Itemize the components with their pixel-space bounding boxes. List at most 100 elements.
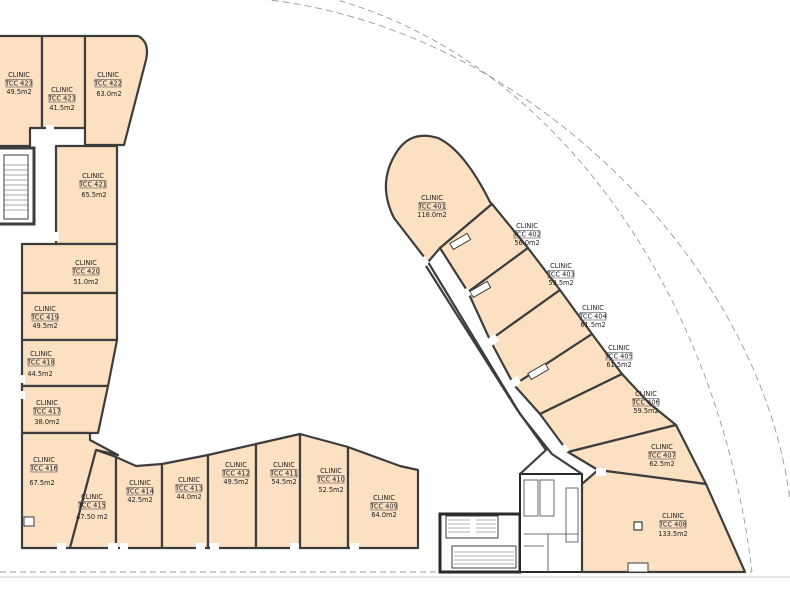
right-wing-corridor-wall — [425, 265, 548, 475]
label-room-418: CLINIC TCC 418 44.5m2 — [26, 350, 55, 378]
room-416-code: TCC 416 — [29, 465, 58, 473]
label-room-407: CLINIC TCC 407 62.5m2 — [647, 443, 676, 468]
room-labels: CLINIC TCC 423 49.5m2 CLINIC TCC 423 41.… — [4, 71, 688, 538]
room-404-label: CLINIC — [582, 304, 604, 312]
room-412-label: CLINIC — [225, 461, 247, 469]
label-room-412: CLINIC TCC 412 49.5m2 — [221, 461, 250, 486]
label-room-423a: CLINIC TCC 423 49.5m2 — [4, 71, 33, 96]
room-404-code: TCC 404 — [578, 313, 607, 321]
room-423b — [40, 34, 87, 130]
room-406-code: TCC 406 — [631, 399, 660, 407]
stair-bottom — [438, 512, 522, 574]
room-418-area: 44.5m2 — [27, 370, 52, 378]
stair-left-treads — [3, 154, 29, 220]
room-421-area: 65.5m2 — [81, 191, 106, 199]
door-421 — [54, 232, 59, 241]
door-415 — [108, 543, 118, 551]
label-room-416: CLINIC TCC 416 67.5m2 — [29, 456, 58, 487]
room-402-label: CLINIC — [516, 222, 538, 230]
room-423b-code: TCC 423 — [47, 95, 76, 103]
unit-401 — [449, 232, 472, 251]
room-406-area: 59.5m2 — [633, 407, 658, 415]
site-boundary-arc-inner — [335, 0, 753, 573]
room-405-label: CLINIC — [608, 344, 630, 352]
room-415-area: 47.50 m2 — [76, 513, 108, 521]
room-410-label: CLINIC — [320, 467, 342, 475]
label-room-420: CLINIC TCC 420 51.0m2 — [71, 259, 100, 286]
room-412-area: 49.5m2 — [223, 478, 248, 486]
door-403 — [486, 333, 500, 347]
room-414-code: TCC 414 — [125, 488, 154, 496]
label-room-401: CLINIC TCC 401 118.0m2 — [417, 194, 447, 219]
room-407-code: TCC 407 — [647, 452, 676, 460]
room-409 — [346, 445, 420, 550]
label-room-422: CLINIC TCC 422 63.0m2 — [93, 71, 122, 98]
room-419-code: TCC 419 — [30, 314, 59, 322]
window-416 — [23, 516, 35, 527]
room-417 — [20, 384, 110, 435]
room-401-label: CLINIC — [421, 194, 443, 202]
label-room-405: CLINIC TCC 405 61.5m2 — [604, 344, 633, 369]
room-417-area: 38.0m2 — [34, 418, 59, 426]
label-room-419: CLINIC TCC 419 49.5m2 — [30, 305, 59, 330]
right-wing-inner-wall — [427, 261, 583, 475]
room-417-code: TCC 417 — [32, 408, 61, 416]
room-408-code: TCC 408 — [658, 521, 687, 529]
column-408 — [633, 521, 643, 531]
label-room-402: CLINIC TCC 402 56.0m2 — [512, 222, 541, 247]
window-408 — [627, 562, 649, 573]
room-409-label: CLINIC — [373, 494, 395, 502]
door-423b — [46, 125, 54, 130]
room-420-code: TCC 420 — [71, 268, 100, 276]
label-room-406: CLINIC TCC 406 59.5m2 — [631, 390, 660, 415]
room-405-code: TCC 405 — [604, 353, 633, 361]
room-423a-area: 49.5m2 — [6, 88, 31, 96]
room-423a-label: CLINIC — [8, 71, 30, 79]
room-423a-code: TCC 423 — [4, 80, 33, 88]
room-402-code: TCC 402 — [512, 231, 541, 239]
stair-bottom-treads — [445, 515, 517, 569]
room-417-label: CLINIC — [36, 399, 58, 407]
room-407-label: CLINIC — [651, 443, 673, 451]
site-boundary-arc-outer — [264, 0, 790, 501]
room-402-area: 56.0m2 — [514, 239, 539, 247]
label-room-414: CLINIC TCC 414 42.5m2 — [125, 479, 154, 504]
room-406-label: CLINIC — [635, 390, 657, 398]
door-411 — [290, 543, 299, 551]
door-413 — [196, 543, 205, 551]
room-403-label: CLINIC — [550, 262, 572, 270]
door-418 — [19, 375, 25, 383]
room-413-area: 44.0m2 — [176, 493, 201, 501]
door-417 — [19, 391, 25, 399]
label-room-423b: CLINIC TCC 423 41.5m2 — [47, 86, 76, 112]
room-419-area: 49.5m2 — [32, 322, 57, 330]
room-403-code: TCC 403 — [546, 271, 575, 279]
room-411 — [254, 432, 302, 550]
unit-403 — [469, 280, 492, 299]
room-416 — [20, 431, 120, 550]
room-410-code: TCC 410 — [316, 476, 345, 484]
room-403-area: 59.5m2 — [548, 279, 573, 287]
room-420 — [20, 242, 119, 295]
room-405-area: 61.5m2 — [606, 361, 631, 369]
door-410 — [350, 543, 359, 551]
room-404-area: 61.5m2 — [580, 321, 605, 329]
door-412 — [210, 543, 219, 551]
unit-405 — [527, 362, 550, 381]
room-409-code: TCC 409 — [369, 503, 398, 511]
room-415-code: TCC 415 — [77, 502, 106, 510]
door-402 — [458, 287, 472, 301]
label-room-417: CLINIC TCC 417 38.0m2 — [32, 399, 61, 426]
room-416-label: CLINIC — [33, 456, 55, 464]
room-423b-area: 41.5m2 — [49, 104, 74, 112]
core-block — [438, 473, 583, 574]
label-room-408: CLINIC TCC 408 133.5m2 — [658, 512, 688, 538]
label-room-413: CLINIC TCC 413 44.0m2 — [174, 476, 203, 501]
room-411-code: TCC 411 — [269, 470, 298, 478]
room-420-area: 51.0m2 — [73, 278, 98, 286]
door-401 — [416, 255, 430, 269]
label-room-421: CLINIC TCC 421 65.5m2 — [78, 172, 107, 199]
room-421-code: TCC 421 — [78, 181, 107, 189]
room-413-code: TCC 413 — [174, 485, 203, 493]
